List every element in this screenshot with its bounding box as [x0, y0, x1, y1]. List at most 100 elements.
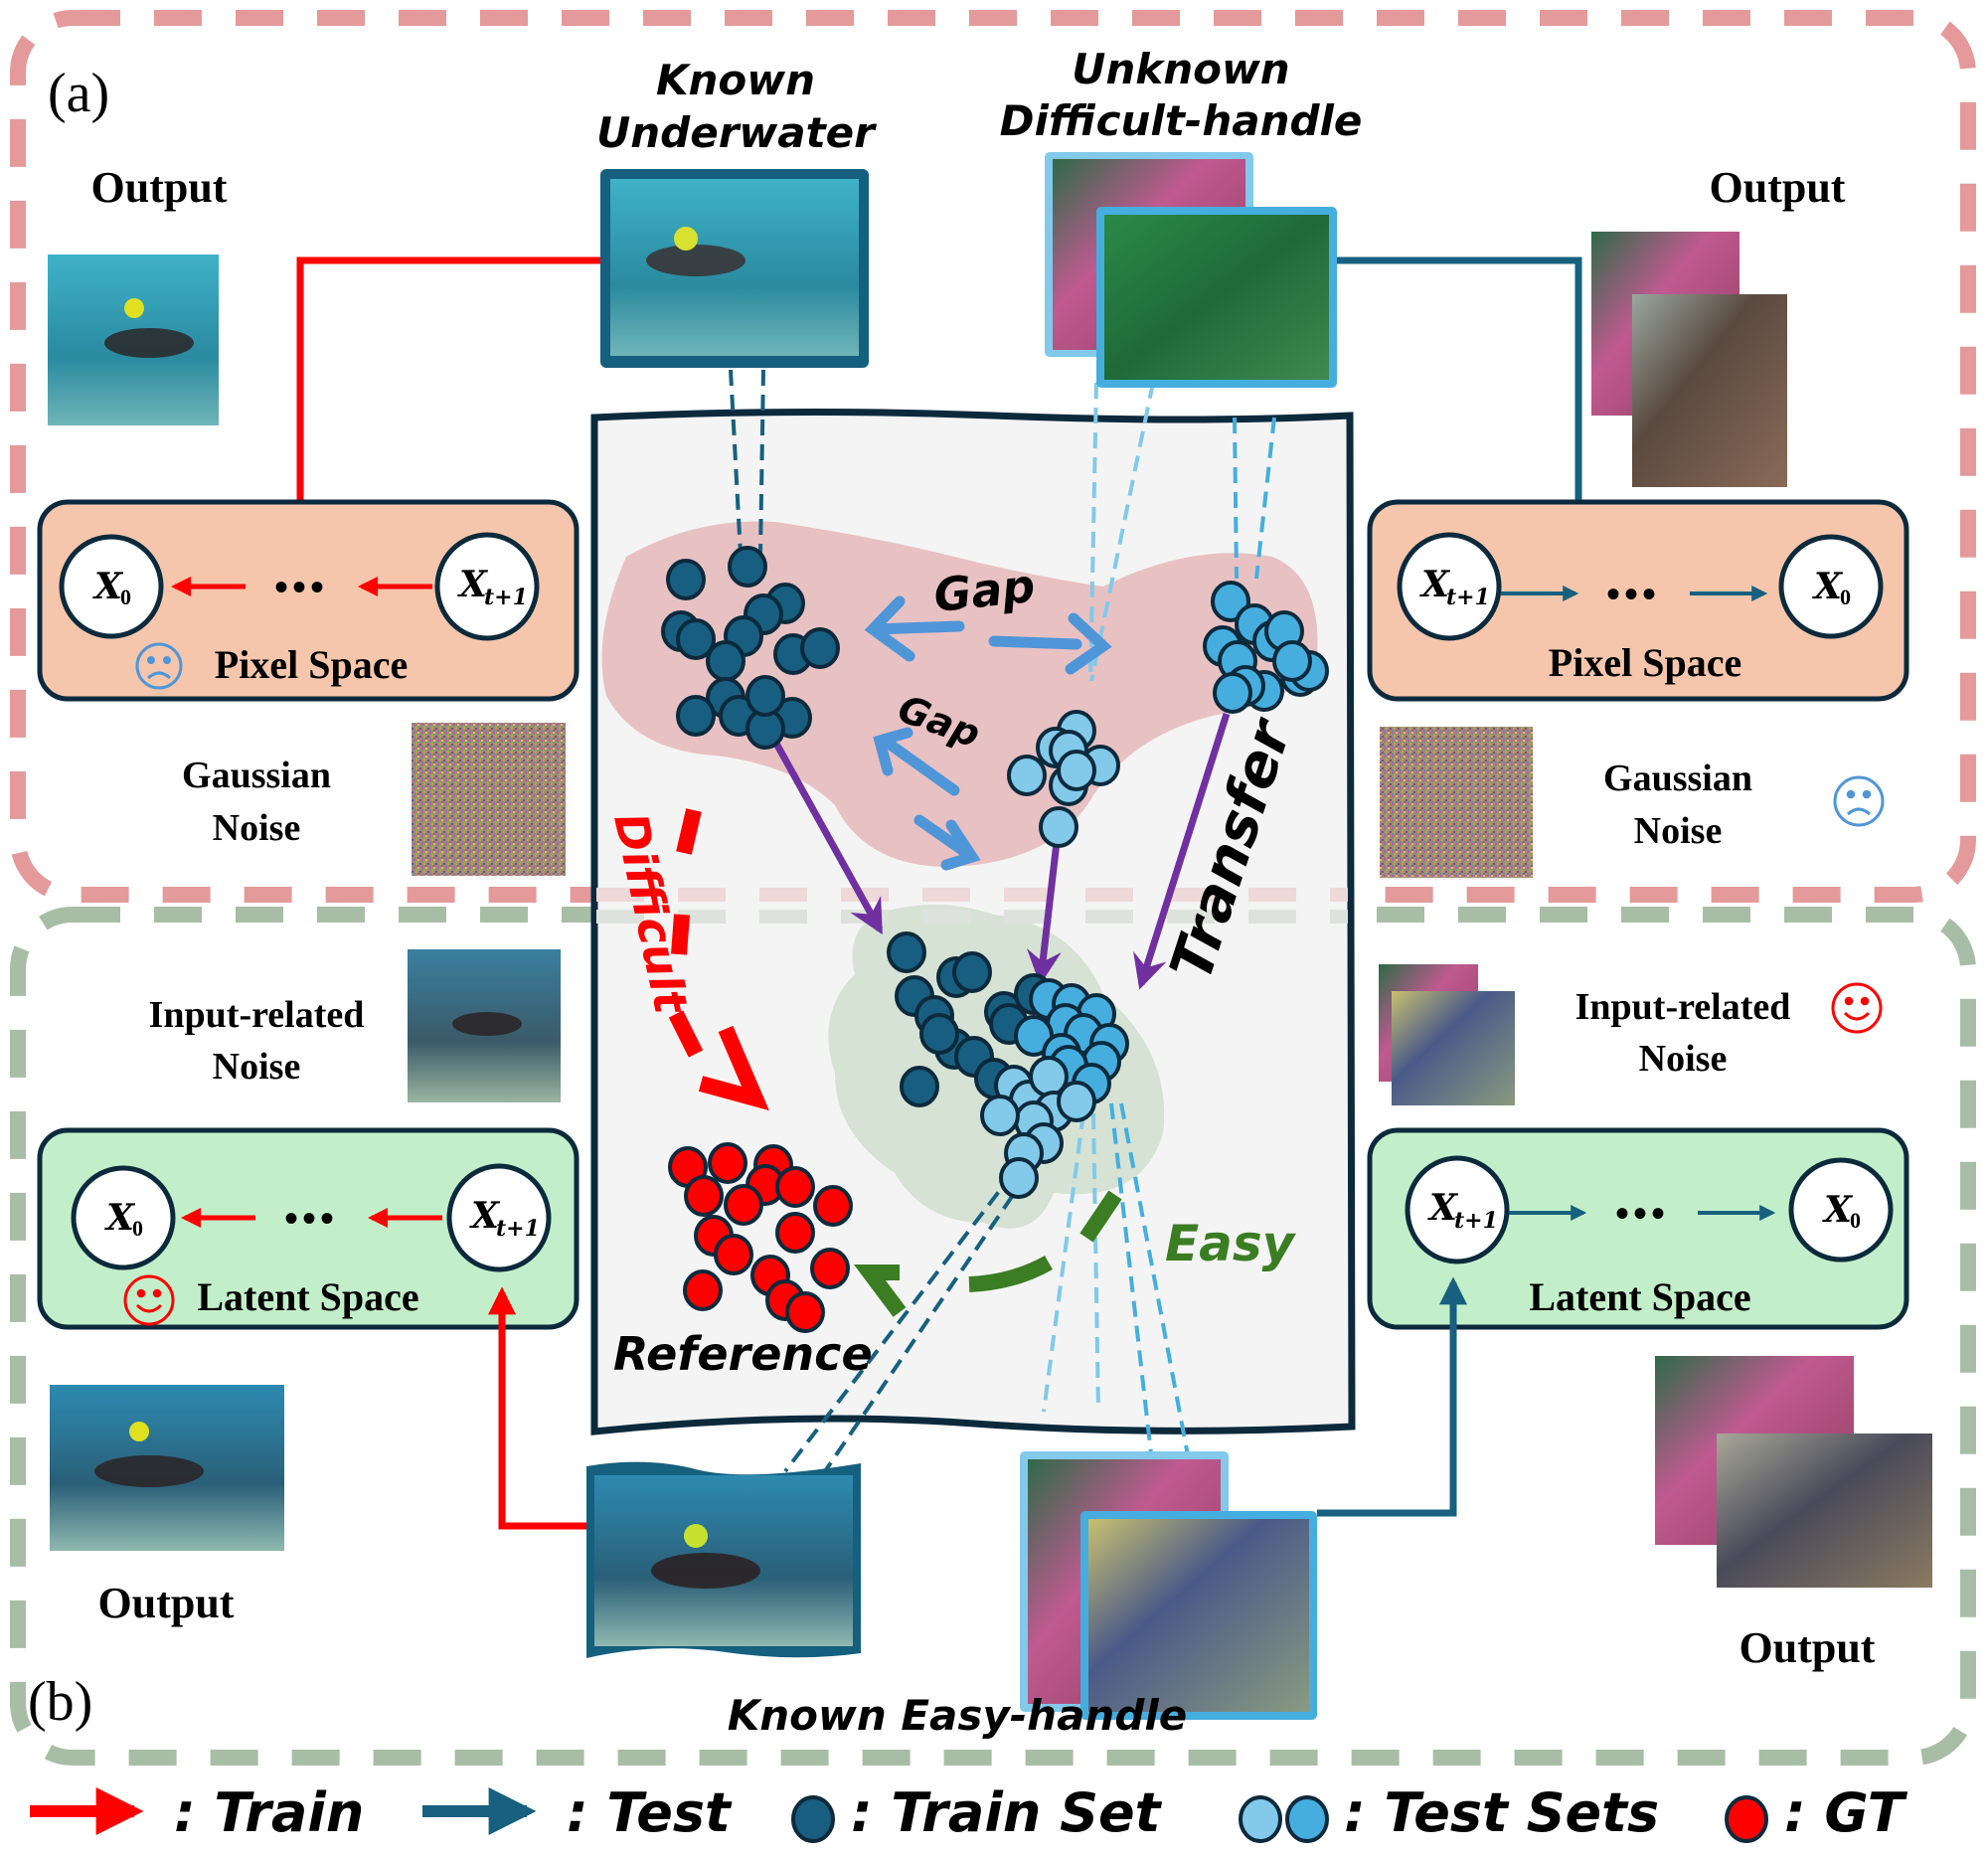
- gt-dot: [724, 1184, 763, 1226]
- gaussian-noise-label-left-2: Noise: [213, 807, 301, 849]
- legend-test-set-light-dot-icon: [1239, 1795, 1282, 1843]
- test-set-light-dot: [1057, 1081, 1096, 1122]
- legend-test-sets-label: : Test Sets: [1344, 1781, 1659, 1844]
- difficult-arrow: [668, 808, 769, 1111]
- node-x0-label: X: [1812, 566, 1844, 607]
- legend-test-label: : Test: [567, 1781, 733, 1844]
- gap-label-top: Gap: [931, 559, 1038, 622]
- test-set-light-dot: [1057, 750, 1096, 791]
- train-set-dot: [746, 675, 785, 717]
- latent-space-box-left: [37, 1127, 580, 1330]
- legend-train-set-label: : Train Set: [851, 1781, 1163, 1844]
- train-arrow-b: [488, 1286, 586, 1530]
- node-xt1-label: X: [457, 564, 489, 605]
- input-noise-label-left-2: Noise: [213, 1046, 301, 1088]
- legend-test-set-mid-dot-icon: [1285, 1795, 1329, 1843]
- train-set-dot: [666, 559, 706, 600]
- transfer-arrows: [761, 712, 1231, 990]
- latent-space-box-right: [1367, 1127, 1909, 1330]
- easy-arrow: [854, 1190, 1122, 1317]
- node-xt1-sub: t+1: [1454, 1208, 1498, 1234]
- gt-dot: [810, 1248, 850, 1289]
- latent-space-label-right: Latent Space: [1529, 1274, 1750, 1319]
- latent-space-label-left: Latent Space: [197, 1274, 418, 1319]
- output-label-a-left: Output: [91, 163, 228, 212]
- gt-dot: [785, 1291, 825, 1333]
- ellipsis-b-right: •••: [1615, 1191, 1669, 1236]
- test-set-light-dot: [999, 1157, 1039, 1199]
- unknown-difficult-images: [1045, 152, 1337, 388]
- sad-face-icon: [1833, 775, 1885, 827]
- dot-clusters: [661, 546, 1329, 1333]
- node-xt1-sub: t+1: [484, 585, 528, 610]
- pixel-space-box-right: [1367, 499, 1909, 702]
- gt-dot: [684, 1175, 724, 1217]
- happy-face-icon: [123, 1274, 175, 1326]
- ellipsis-a-left: •••: [274, 565, 328, 609]
- train-set-dot: [952, 951, 992, 993]
- gt-dot: [714, 1234, 753, 1275]
- output-images-a-right: [1591, 232, 1787, 487]
- node-x0-sub: 0: [1850, 1208, 1861, 1233]
- output-label-a-right: Output: [1710, 163, 1846, 212]
- input-noise-label-left-1: Input-related: [149, 994, 365, 1036]
- node-xt1-sub: t+1: [1446, 585, 1490, 610]
- node-x0-a-right: [1778, 534, 1884, 639]
- legend-train-label: : Train: [174, 1781, 364, 1844]
- test-set-light-dot: [1007, 755, 1047, 796]
- happy-face-icon: [1831, 982, 1883, 1034]
- test-set-mid-dot: [1272, 640, 1312, 682]
- node-x0-label: X: [104, 1197, 136, 1239]
- train-arrow-a: [286, 256, 600, 573]
- node-xt1-sub: t+1: [496, 1216, 540, 1242]
- node-xt1-a-right: [1397, 532, 1502, 641]
- train-set-dot: [676, 695, 716, 737]
- test-arrow-b: [1317, 1276, 1467, 1517]
- output-label-b-left: Output: [98, 1579, 235, 1627]
- easy-label: Easy: [1165, 1215, 1297, 1272]
- known-underwater-label-1: Known: [656, 56, 815, 104]
- gt-dot: [775, 1212, 815, 1254]
- legend-train-set-dot-icon: [791, 1795, 835, 1843]
- train-set-dot: [676, 618, 716, 660]
- gt-dot: [813, 1185, 853, 1227]
- node-xt1-label: X: [1427, 1187, 1459, 1229]
- gaussian-noise-label-left-1: Gaussian: [182, 755, 331, 796]
- panel-b-label: (b): [28, 1671, 92, 1733]
- known-underwater-image: [600, 169, 869, 368]
- gt-dot: [708, 1142, 747, 1184]
- known-easy-diver-image: [586, 1461, 861, 1658]
- output-image-a-left: [48, 254, 219, 425]
- test-arrow-a: [1337, 256, 1592, 573]
- pixel-space-label-left: Pixel Space: [215, 642, 408, 687]
- train-set-dot: [900, 1066, 939, 1107]
- panel-a-label: (a): [48, 63, 109, 124]
- input-noise-images-right: [1379, 964, 1515, 1105]
- train-set-dot: [728, 546, 767, 588]
- node-x0-sub: 0: [1840, 585, 1851, 609]
- ellipsis-a-right: •••: [1606, 572, 1660, 616]
- output-image-b-left: [50, 1385, 284, 1551]
- test-set-light-dot: [980, 1095, 1020, 1136]
- node-xt1-label: X: [469, 1195, 501, 1237]
- ellipsis-b-left: •••: [284, 1196, 338, 1241]
- test-set-mid-dot: [1213, 672, 1252, 714]
- output-label-b-right: Output: [1740, 1623, 1876, 1672]
- sad-face-icon: [135, 642, 183, 690]
- gt-dot: [683, 1269, 723, 1311]
- node-x0-b-left: [71, 1165, 176, 1270]
- train-set-dot: [800, 627, 840, 669]
- input-noise-label-right-2: Noise: [1639, 1038, 1728, 1080]
- node-x0-label: X: [92, 566, 124, 607]
- test-set-light-dot: [1039, 806, 1078, 848]
- node-x0-sub: 0: [132, 1216, 143, 1241]
- legend-gt-label: : GT: [1784, 1781, 1908, 1844]
- node-xt1-b-left: [446, 1163, 552, 1272]
- unknown-difficult-label-1: Unknown: [1072, 45, 1289, 93]
- train-set-dot: [887, 931, 926, 973]
- input-noise-image-left: [408, 949, 561, 1102]
- node-x0-a-left: [59, 534, 164, 639]
- reference-label: Reference: [613, 1327, 873, 1381]
- node-x0-b-right: [1788, 1157, 1894, 1263]
